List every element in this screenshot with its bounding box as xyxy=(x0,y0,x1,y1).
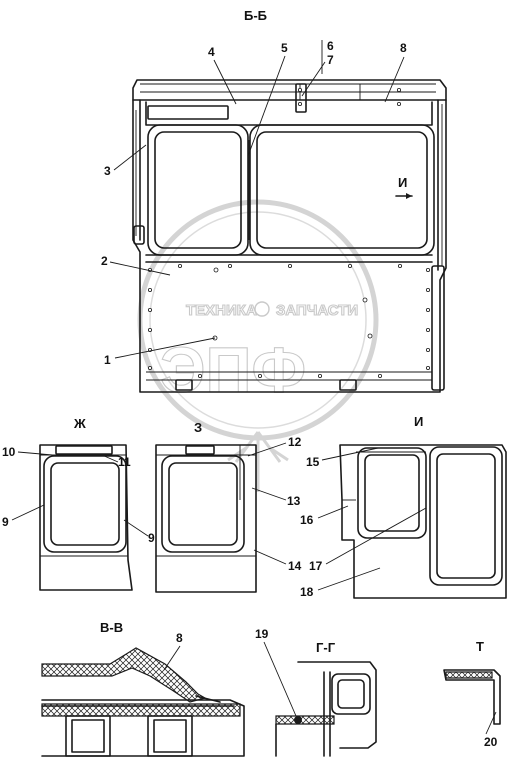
callout-17: 17 xyxy=(309,559,323,573)
section-gg: Г-Г 19 xyxy=(255,627,377,757)
watermark: ТЕХНИКА ЗАПЧАСТИ ЭПФ xyxy=(137,199,379,492)
callout-5: 5 xyxy=(281,41,288,55)
view-i: И 15 16 17 18 xyxy=(300,414,507,599)
section-t: Т 20 xyxy=(443,639,501,749)
callout-7: 7 xyxy=(327,53,334,67)
callout-8b: 8 xyxy=(176,631,183,645)
callout-14: 14 xyxy=(288,559,302,573)
callout-2: 2 xyxy=(101,254,108,268)
callout-13: 13 xyxy=(287,494,301,508)
section-label-vv: В-В xyxy=(100,620,123,635)
section-label-t: Т xyxy=(476,639,484,654)
callout-11: 11 xyxy=(118,455,131,469)
callout-3: 3 xyxy=(104,164,111,178)
section-label-z: З xyxy=(194,420,202,435)
section-bb-view: Б-Б xyxy=(101,8,447,393)
section-label-gg: Г-Г xyxy=(316,640,336,655)
callout-9a: 9 xyxy=(2,515,9,529)
callout-9b: 9 xyxy=(148,531,155,545)
callout-18: 18 xyxy=(300,585,314,599)
watermark-logo: ЭПФ xyxy=(160,334,306,406)
callout-12: 12 xyxy=(288,435,302,449)
view-arrow-label: И xyxy=(398,175,407,190)
callout-10: 10 xyxy=(2,445,16,459)
callout-6: 6 xyxy=(327,39,334,53)
callout-4: 4 xyxy=(208,45,215,59)
panel-rivets xyxy=(147,263,430,378)
section-label-i: И xyxy=(414,414,423,429)
gear-icon xyxy=(254,301,270,317)
callout-19: 19 xyxy=(255,627,269,641)
callout-15: 15 xyxy=(306,455,320,469)
callout-1: 1 xyxy=(104,353,111,367)
watermark-text-1: ТЕХНИКА xyxy=(186,302,257,319)
view-zh: Ж 10 11 9 9 xyxy=(2,416,155,591)
section-label-zh: Ж xyxy=(73,416,86,431)
callout-20: 20 xyxy=(484,735,498,749)
view-z: З 12 13 14 xyxy=(155,420,302,593)
callout-8: 8 xyxy=(400,41,407,55)
callout-16: 16 xyxy=(300,513,314,527)
watermark-text-2: ЗАПЧАСТИ xyxy=(276,302,358,319)
section-label-bb: Б-Б xyxy=(244,8,267,23)
section-vv: В-В 8 xyxy=(41,620,245,757)
